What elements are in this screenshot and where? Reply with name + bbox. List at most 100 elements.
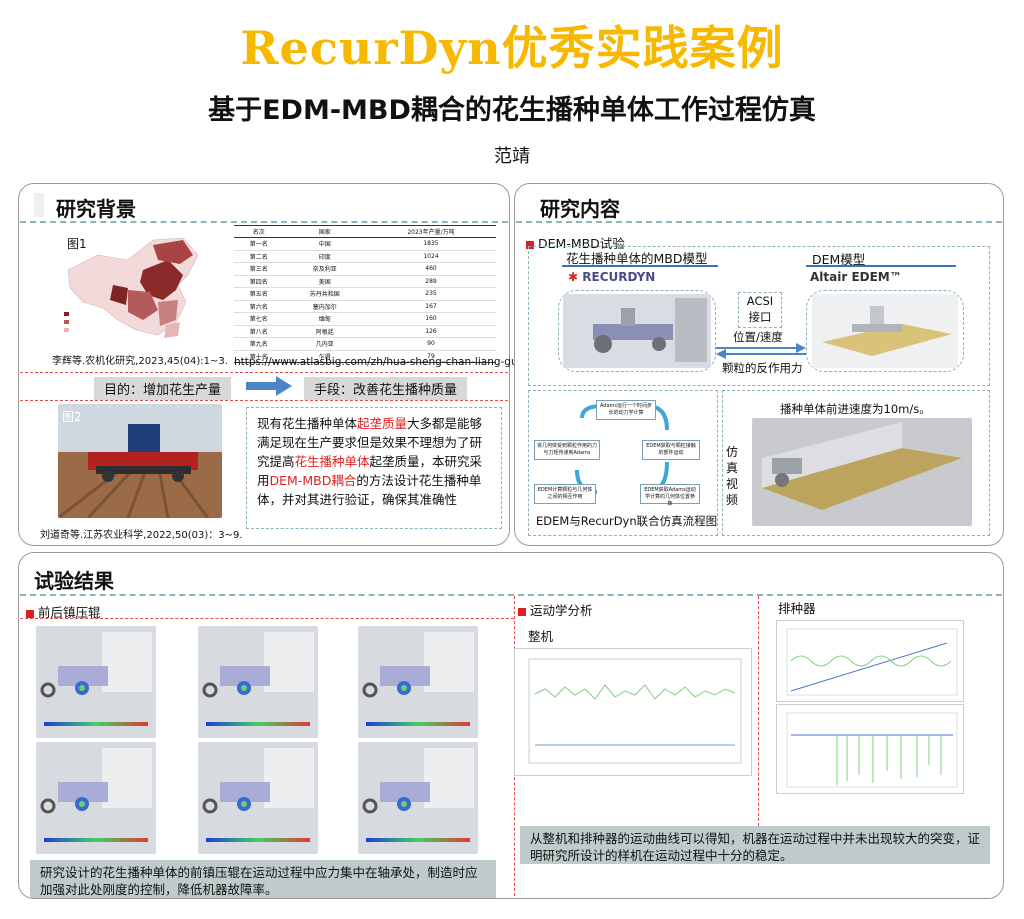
simulation-box bbox=[722, 390, 990, 536]
table-cell: 167 bbox=[365, 300, 496, 313]
speed-note: 播种单体前进速度为10m/s。 bbox=[780, 402, 931, 416]
table-cell: 塞内加尔 bbox=[283, 300, 366, 313]
background-red-divider-2 bbox=[20, 400, 508, 401]
recurdyn-logo: ✱ RECURDYN bbox=[568, 270, 656, 284]
poster-title: RecurDyn优秀实践案例 bbox=[240, 21, 784, 75]
roller-stress-image bbox=[358, 742, 478, 854]
results-title: 试验结果 bbox=[34, 569, 114, 593]
background-description: 现有花生播种单体起垄质量大多都是能够满足现在生产要求但是效果不理想为了研究提高花… bbox=[246, 407, 502, 529]
dem-model-render bbox=[812, 294, 958, 368]
table-cell: 第五名 bbox=[234, 287, 284, 301]
text-part: 起垄质量，本研究采用 bbox=[257, 454, 483, 488]
background-red-divider bbox=[20, 372, 508, 373]
table-cell: 印度 bbox=[283, 250, 366, 263]
table-cell: 235 bbox=[365, 287, 496, 301]
background-title: 研究背景 bbox=[56, 197, 136, 221]
table-cell: 第二名 bbox=[234, 250, 284, 263]
sim-video-label: 仿 真 视 频 bbox=[726, 445, 739, 507]
china-map-figure bbox=[58, 230, 208, 348]
kinematics-conclusion: 从整机和排种器的运动曲线可以得知，机器在运动过程中并未出现较大的突变，证明研究所… bbox=[520, 826, 990, 864]
mbd-model-render bbox=[563, 294, 711, 368]
seeder-label: 排种器 bbox=[778, 601, 816, 616]
table-header-cell: 名次 bbox=[234, 225, 284, 238]
roller-stress-image bbox=[198, 742, 318, 854]
table-cell: 126 bbox=[365, 325, 496, 338]
fig2-label: 图2 bbox=[62, 410, 82, 424]
roller-stress-image bbox=[36, 742, 156, 854]
altair-logo: Altair EDEM™ bbox=[810, 270, 902, 284]
table-cell: 第一名 bbox=[234, 237, 284, 251]
table-cell: 苏丹共和国 bbox=[283, 287, 366, 301]
text-part: 的方法设计花生播种单体，并对其进行验证，确保其准确性 bbox=[257, 473, 482, 507]
table-cell: 第四名 bbox=[234, 275, 284, 288]
dem-model-frame bbox=[806, 290, 964, 372]
table-header-cell: 国家 bbox=[283, 225, 366, 238]
kinematics-heading: 运动学分析 bbox=[518, 600, 593, 619]
mbd-underline bbox=[562, 265, 718, 267]
content-title: 研究内容 bbox=[540, 197, 620, 221]
flow-chart-box bbox=[528, 390, 718, 536]
table-cell: 第十名 bbox=[234, 350, 284, 363]
table-cell: 缅甸 bbox=[283, 312, 366, 326]
poster-subtitle: 基于EDM-MBD耦合的花生播种单体工作过程仿真 bbox=[208, 95, 816, 126]
table-cell: 第八名 bbox=[234, 325, 284, 338]
right-arrow-icon bbox=[246, 376, 292, 396]
fig1-caption: 李辉等.农机化研究,2023,45(04):1~3. bbox=[52, 356, 228, 367]
acsi-interface: ACSI 接口 bbox=[738, 292, 782, 328]
flow-caption: EDEM与RecurDyn联合仿真流程图 bbox=[536, 514, 718, 528]
roller-stress-image bbox=[36, 626, 156, 738]
author-name: 范靖 bbox=[494, 146, 530, 167]
goal-label: 目的：增加花生产量 bbox=[94, 377, 232, 400]
flow-node: EDEM获取Adams运动学计算的几何体位置参数 bbox=[640, 484, 700, 507]
dem-mbd-heading: DEM-MBD试验 bbox=[526, 233, 625, 252]
coupling-diagram-box bbox=[528, 246, 990, 386]
position-speed-label: 位置/速度 bbox=[733, 330, 783, 344]
seeder-plot-top bbox=[776, 620, 964, 702]
table-cell: 第七名 bbox=[234, 312, 284, 326]
simulation-render bbox=[752, 418, 972, 526]
background-divider bbox=[20, 221, 508, 223]
table-header-cell: 2023年产量/万吨 bbox=[365, 225, 496, 238]
text-highlight: DEM-MBD耦合 bbox=[269, 473, 357, 488]
table-cell: 90 bbox=[365, 337, 496, 351]
text-highlight: 花生播种单体 bbox=[294, 454, 370, 469]
dem-model-label: DEM模型 bbox=[812, 252, 866, 267]
table-cell: 阿根廷 bbox=[283, 325, 366, 338]
dem-underline bbox=[806, 265, 956, 267]
table-cell: 美国 bbox=[283, 275, 366, 288]
whole-machine-label: 整机 bbox=[528, 629, 554, 644]
table-cell: 79 bbox=[365, 350, 496, 363]
flow-node: 将几何体受到颗粒作用的力与力矩传递到Adams bbox=[534, 440, 600, 460]
results-divider bbox=[20, 594, 1002, 596]
table-cell: 几内亚 bbox=[283, 337, 366, 351]
roller-conclusion: 研究设计的花生播种单体的前镇压辊在运动过程中应力集中在轴承处，制造时应加强对此处… bbox=[30, 860, 496, 898]
table-cell: 第三名 bbox=[234, 262, 284, 276]
table-cell: 460 bbox=[365, 262, 496, 276]
table-cell: 乍得 bbox=[283, 350, 366, 363]
flow-node: Adams运行一个时间步长的动力学计算 bbox=[596, 400, 656, 420]
table-header-row: 名次 国家 2023年产量/万吨 bbox=[234, 225, 496, 238]
roller-divider bbox=[20, 618, 514, 619]
fig2-caption: 刘道奇等.江苏农业科学,2022,50(03)：3~9. bbox=[40, 530, 243, 541]
means-label: 手段：改善花生播种质量 bbox=[304, 377, 468, 400]
text-part: 大多都是能够满足现在生产要求但是效果不理想为了研究提高 bbox=[257, 416, 483, 469]
roller-heading: 前后镇压辊 bbox=[26, 602, 101, 621]
source-url: https://www.atlasbig.com/zh/hua-sheng-ch… bbox=[234, 356, 541, 368]
results-split-2 bbox=[758, 596, 759, 826]
roller-stress-image bbox=[358, 626, 478, 738]
table-cell: 第六名 bbox=[234, 300, 284, 313]
flow-node: EDEM计算颗粒与几何体之间的相互作用 bbox=[534, 484, 596, 504]
table-cell: 1024 bbox=[365, 250, 496, 263]
content-divider bbox=[516, 221, 1002, 223]
whole-machine-plot bbox=[514, 648, 752, 776]
table-cell: 奈及利亚 bbox=[283, 262, 366, 276]
